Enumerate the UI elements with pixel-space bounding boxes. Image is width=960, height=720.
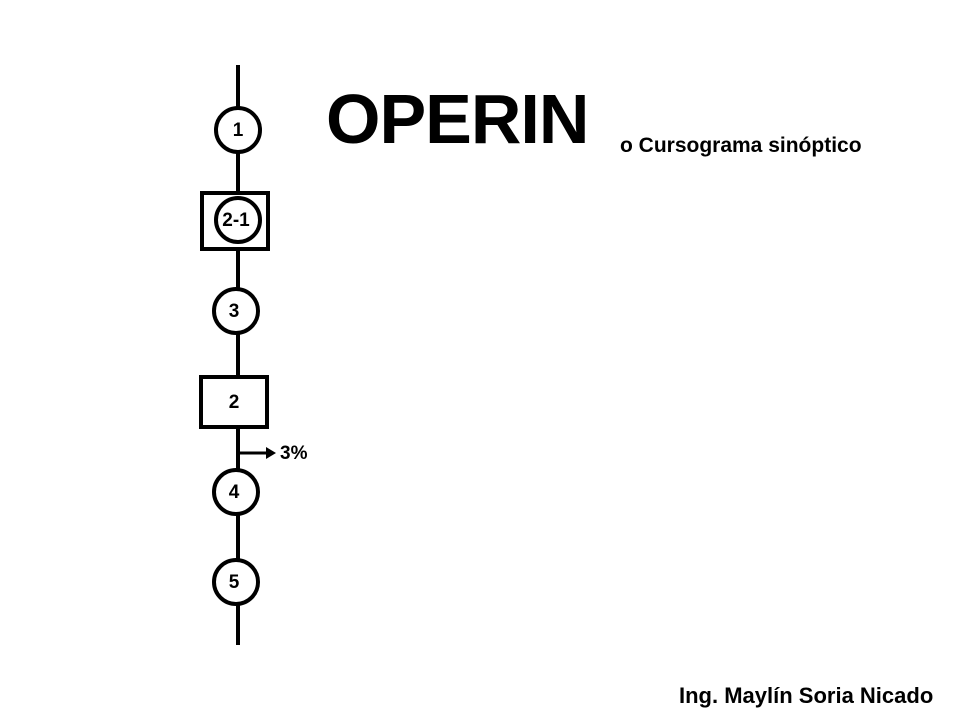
node-3-label: 3	[229, 301, 240, 322]
node-1-circle	[214, 106, 262, 154]
node-5: 5	[212, 558, 260, 606]
node-2-1-label: 2-1	[222, 210, 250, 231]
node-1: 1	[214, 106, 262, 154]
branch-label: 3%	[280, 443, 308, 464]
branch-output: 3%	[238, 443, 308, 464]
node-4-circle	[212, 468, 260, 516]
node-5-circle	[212, 558, 260, 606]
branch-arrow-head	[266, 447, 276, 459]
node-1-label: 1	[233, 120, 244, 141]
node-2-label: 2	[229, 392, 240, 413]
node-2-1-circle	[214, 196, 262, 244]
node-4-label: 4	[229, 482, 240, 503]
node-5-label: 5	[229, 572, 240, 593]
node-2-1: 2-1	[200, 191, 270, 251]
node-3-circle	[212, 287, 260, 335]
node-2: 2	[199, 375, 269, 429]
node-4: 4	[212, 468, 260, 516]
node-3: 3	[212, 287, 260, 335]
author-credit: Ing. Maylín Soria Nicado	[679, 683, 934, 708]
node-2-square	[199, 375, 269, 429]
page-subtitle: o Cursograma sinóptico	[620, 134, 862, 157]
page-title: OPERIN	[326, 80, 589, 158]
